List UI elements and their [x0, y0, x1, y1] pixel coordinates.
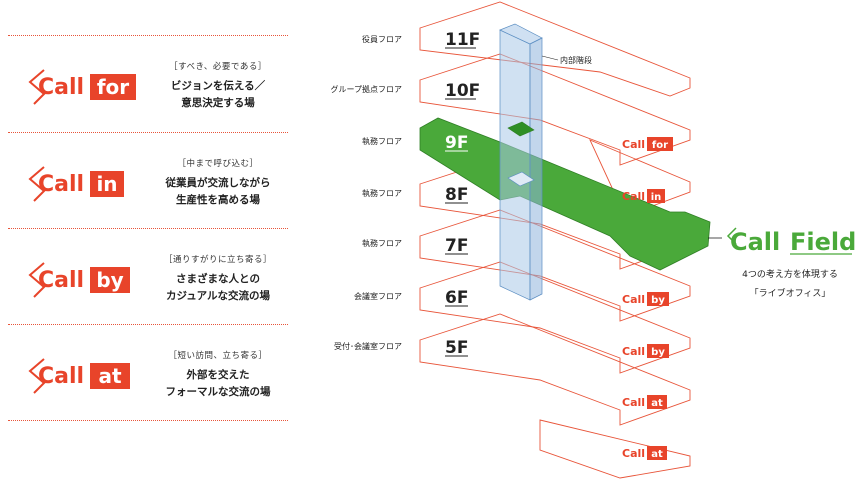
logo-tag-text: in [96, 172, 117, 196]
floor-label: 執務フロア [362, 136, 402, 146]
call-in-logo: Call in [28, 166, 124, 202]
floor-tag-by: Call by [622, 292, 669, 306]
floor-plate-5f [419, 313, 691, 426]
concept-row-at: Call at ［短い訪問、立ち寄る］ 外部を交えた フォーマルな交流の場 [8, 327, 288, 419]
svg-text:at: at [651, 398, 663, 409]
callfield-sub2: 「ライブオフィス」 [750, 287, 831, 299]
stair-label: 内部階段 [560, 55, 592, 65]
logo-tag-text: by [96, 268, 123, 292]
svg-text:for: for [652, 140, 668, 151]
floor-tag-at: Call at [622, 446, 667, 460]
svg-text:Call: Call [622, 345, 645, 358]
concept-note: ［通りすがりに立ち寄る］ [163, 255, 272, 265]
floor-label: 役員フロア [362, 34, 402, 44]
logo-tag-text: at [98, 364, 121, 388]
svg-text:Call: Call [622, 190, 645, 203]
concept-note: ［中まで呼び込む］ [177, 159, 259, 169]
concept-line1: ビジョンを伝える／ [170, 80, 266, 92]
concept-row-by: Call by ［通りすがりに立ち寄る］ さまざまな人との カジュアルな交流の場 [8, 231, 288, 323]
callfield-word2: Field [790, 228, 856, 256]
concept-line1: 従業員が交流しながら [165, 177, 271, 189]
concept-panel: Call for ［すべき、必要である］ ビジョンを伝える／ 意思決定する場 C… [0, 0, 290, 480]
floor-tag-by: Call by [622, 344, 669, 358]
floor-number: 6F [445, 288, 468, 308]
svg-text:Call: Call [622, 447, 645, 460]
floor-label: 会議室フロア [354, 291, 402, 301]
concept-row-for: Call for ［すべき、必要である］ ビジョンを伝える／ 意思決定する場 [8, 38, 288, 130]
concept-description: ［すべき、必要である］ ビジョンを伝える／ 意思決定する場 [148, 38, 288, 130]
svg-text:Call: Call [622, 138, 645, 151]
floor-label: 受付･会議室フロア [334, 341, 402, 351]
floor-label: グループ拠点フロア [330, 84, 402, 94]
floor-number: 10F [445, 81, 480, 101]
svg-text:by: by [651, 347, 665, 358]
building-diagram: 内部階段 役員フロア グループ拠点フロア 執務フロア 執務フロア 執務フロア 会… [330, 1, 856, 479]
concept-note: ［短い訪問、立ち寄る］ [168, 351, 268, 361]
concept-line2: 意思決定する場 [181, 97, 255, 109]
floor-plate-10f [419, 53, 691, 166]
floor-plate-lower [539, 419, 691, 479]
concept-description: ［通りすがりに立ち寄る］ さまざまな人との カジュアルな交流の場 [148, 231, 288, 323]
floor-tag-for: Call for [622, 137, 673, 151]
concept-line1: 外部を交えた [186, 369, 250, 381]
concept-line2: カジュアルな交流の場 [166, 290, 270, 302]
floor-number: 7F [445, 236, 468, 256]
floor-plate-7f [419, 209, 691, 322]
call-for-logo: Call for [28, 69, 136, 105]
logo-call-text: Call [38, 75, 84, 100]
concept-line2: 生産性を高める場 [176, 194, 260, 206]
logo-call-text: Call [38, 364, 84, 389]
concept-note: ［すべき、必要である］ [169, 62, 267, 72]
callfield-word1: Call [730, 228, 780, 256]
floor-number: 5F [445, 338, 468, 358]
floor-number-9f: 9F [445, 133, 468, 153]
svg-text:at: at [651, 449, 663, 460]
floor-numbers: 11F 10F 9F 8F 7F 6F 5F [445, 30, 480, 358]
divider [8, 35, 288, 36]
floor-tag-in: Call in [622, 189, 665, 203]
floor-number: 11F [445, 30, 480, 50]
concept-description: ［短い訪問、立ち寄る］ 外部を交えた フォーマルな交流の場 [148, 327, 288, 419]
logo-call-text: Call [38, 172, 84, 197]
floor-labels: 役員フロア グループ拠点フロア 執務フロア 執務フロア 執務フロア 会議室フロア… [330, 34, 402, 351]
divider [8, 228, 288, 229]
call-at-logo: Call at [28, 358, 130, 394]
concept-line1: さまざまな人との [176, 273, 260, 285]
floor-tag-at: Call at [622, 395, 667, 409]
divider [8, 420, 288, 421]
logo-tag-text: for [97, 75, 129, 99]
concept-description: ［中まで呼び込む］ 従業員が交流しながら 生産性を高める場 [148, 135, 288, 227]
divider [8, 324, 288, 325]
floor-label: 執務フロア [362, 188, 402, 198]
concept-line2: フォーマルな交流の場 [165, 386, 271, 398]
floor-plate-6f [419, 261, 691, 374]
floor-plate-11f [419, 1, 691, 97]
divider [8, 132, 288, 133]
svg-text:Call: Call [622, 293, 645, 306]
svg-text:by: by [651, 295, 665, 306]
concept-row-in: Call in ［中まで呼び込む］ 従業員が交流しながら 生産性を高める場 [8, 135, 288, 227]
svg-text:in: in [651, 192, 662, 203]
callfield-logo: Call Field [726, 227, 856, 256]
floor-label: 執務フロア [362, 238, 402, 248]
floor-number: 8F [445, 185, 468, 205]
logo-call-text: Call [38, 268, 84, 293]
svg-text:Call: Call [622, 396, 645, 409]
callfield-sub1: 4つの考え方を体現する [742, 268, 838, 280]
internal-stair [499, 23, 543, 301]
call-by-logo: Call by [28, 262, 130, 298]
